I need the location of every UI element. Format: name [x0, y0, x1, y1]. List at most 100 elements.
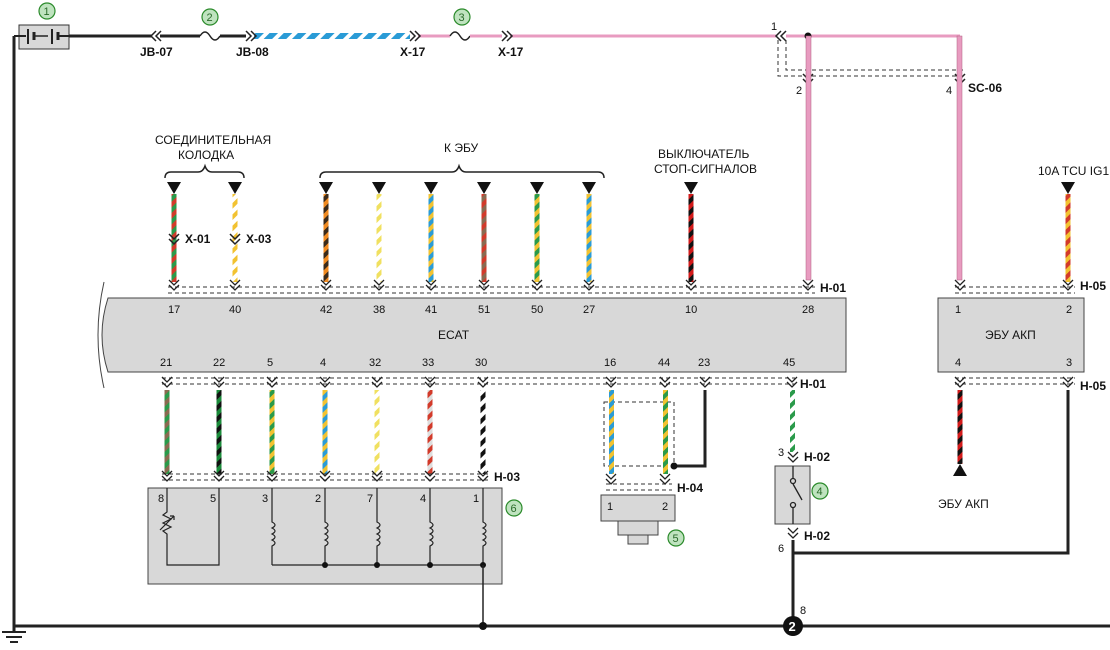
svg-text:50: 50: [531, 304, 543, 316]
to-ecu-label: К ЭБУ: [444, 141, 479, 155]
tcu-fuse-label: 10A TCU IG1: [1038, 164, 1109, 178]
switch-wire-45: [790, 390, 795, 452]
blue-striped-wire: [254, 33, 410, 39]
fuse-3-icon: [449, 31, 471, 41]
shield-junction-dot: [670, 462, 678, 470]
switch-pin-top: 3: [778, 447, 784, 459]
connector-jb08-icon: [245, 30, 258, 42]
h04-connector-icon: [605, 473, 672, 491]
callout-4: 4: [811, 482, 829, 500]
svg-text:30: 30: [475, 357, 487, 369]
pink-wire-ecat28: [805, 35, 812, 281]
tcm-pin4-wire: [957, 390, 963, 464]
sensor-wire-16: [609, 390, 614, 474]
x17a-label: X-17: [400, 45, 426, 59]
svg-text:5: 5: [267, 357, 273, 369]
h03-label: H-03: [494, 470, 520, 484]
ground-point-2: 2: [783, 616, 803, 636]
h01-top-label: H-01: [820, 281, 846, 295]
jb07-label: JB-07: [140, 45, 173, 59]
tcm-pin3: 3: [1066, 357, 1072, 369]
speed-sensor-tip-end: [627, 534, 649, 545]
tcm-pin1: 1: [955, 304, 961, 316]
pink-wire-tcm1: [956, 35, 963, 281]
h05-top-label: H-05: [1080, 279, 1106, 293]
valve-body-pin-labels: 8 5 3 2 7 4 1: [158, 493, 479, 505]
svg-text:44: 44: [658, 357, 670, 369]
svg-text:21: 21: [160, 357, 172, 369]
tcm-top-connector-icon: [954, 279, 1075, 294]
ecat-top-connector-icon: [168, 279, 815, 294]
h02-top-connector-icon: [787, 451, 799, 463]
svg-text:1: 1: [44, 6, 50, 18]
svg-text:3: 3: [262, 493, 268, 505]
svg-text:5: 5: [210, 493, 216, 505]
svg-text:4: 4: [420, 493, 426, 505]
tcm-bottom-connector-icon: [954, 376, 1075, 388]
svg-text:42: 42: [320, 304, 332, 316]
brake-switch-label-1: ВЫКЛЮЧАТЕЛЬ: [658, 147, 749, 161]
tcm-pin3-wire: [792, 390, 1070, 555]
sensor-shield-wire-23: [674, 390, 707, 468]
tcm-module: [937, 297, 1085, 373]
svg-text:22: 22: [213, 357, 225, 369]
sensor-pin-1: 1: [607, 501, 613, 513]
ecat-module: [101, 297, 847, 373]
svg-text:45: 45: [783, 357, 795, 369]
x03-label: X-03: [246, 232, 272, 246]
svg-text:2: 2: [789, 619, 796, 634]
svg-text:4: 4: [817, 486, 823, 498]
h05-bottom-label: H-05: [1080, 379, 1106, 393]
h02-bottom-connector-icon: [787, 527, 799, 539]
svg-text:3: 3: [459, 12, 465, 24]
to-ecu-brace: [319, 163, 605, 179]
tcm-bottom-label: ЭБУ АКП: [938, 497, 989, 511]
sc06-dashed-boundary: [777, 40, 966, 77]
svg-text:17: 17: [168, 304, 180, 316]
svg-text:38: 38: [373, 304, 385, 316]
sensor-wire-44: [663, 390, 668, 474]
svg-text:16: 16: [604, 357, 616, 369]
svg-text:4: 4: [320, 357, 326, 369]
connector-block-brace: [164, 163, 245, 179]
ecat-label: ECAT: [438, 328, 470, 342]
h02-top-label: H-02: [804, 450, 830, 464]
temp-sensor-thermistor-icon: [159, 488, 220, 566]
sc06-pin1: 1: [771, 21, 777, 33]
svg-text:8: 8: [158, 493, 164, 505]
svg-text:6: 6: [511, 503, 517, 515]
h02-bottom-label: H-02: [804, 529, 830, 543]
x01-label: X-01: [185, 232, 211, 246]
sc06-pin4: 4: [946, 85, 952, 97]
svg-text:7: 7: [367, 493, 373, 505]
battery-icon: [14, 24, 70, 50]
ground-junction-dot: [479, 622, 487, 630]
ground-symbol-icon: [2, 631, 26, 643]
fuse-2-icon: [199, 31, 221, 41]
ecat-top-pin-labels: 17 40 42 38 41 51 50 27 10 28: [168, 304, 814, 316]
connector-jb07-icon: [149, 30, 162, 42]
svg-text:33: 33: [422, 357, 434, 369]
tcm-pin2: 2: [1066, 304, 1072, 316]
svg-text:23: 23: [698, 357, 710, 369]
sensor-pin-2: 2: [662, 501, 668, 513]
svg-text:41: 41: [425, 304, 437, 316]
switch-contact-icon: [789, 466, 803, 524]
jb08-label: JB-08: [236, 45, 269, 59]
callout-2: 2: [201, 8, 219, 26]
connector-x03-icon: [229, 233, 241, 246]
callout-1: 1: [38, 2, 56, 20]
svg-text:32: 32: [369, 357, 381, 369]
svg-text:1: 1: [473, 493, 479, 505]
switch-pin-bottom: 6: [778, 543, 784, 555]
tcm-box-label: ЭБУ АКП: [985, 328, 1036, 342]
brake-switch-label-2: СТОП-СИГНАЛОВ: [654, 162, 757, 176]
valve-body-wires: [164, 390, 486, 474]
connector-block-label-2: КОЛОДКА: [178, 148, 234, 162]
connector-x17b-icon: [501, 30, 514, 42]
svg-text:28: 28: [802, 304, 814, 316]
svg-text:51: 51: [478, 304, 490, 316]
ecat-bottom-connector-icon: [161, 376, 798, 388]
svg-text:2: 2: [315, 493, 321, 505]
